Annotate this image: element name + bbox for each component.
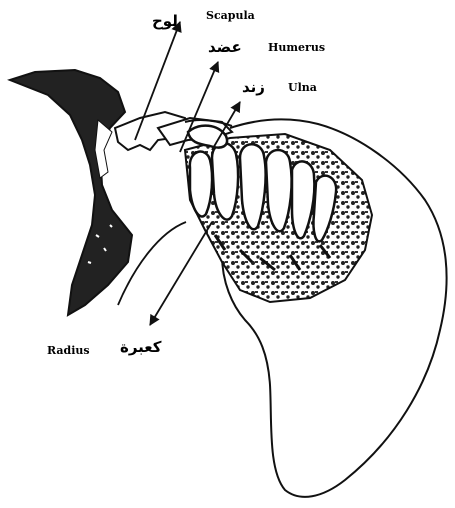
body-bone bbox=[10, 70, 132, 315]
label-humerus-en: Humerus bbox=[268, 42, 325, 53]
label-humerus-ar: عضد bbox=[208, 40, 242, 55]
label-radius-en: Radius bbox=[47, 345, 90, 356]
label-ulna-en: Ulna bbox=[288, 82, 317, 93]
arrow-radius bbox=[150, 222, 212, 325]
label-ulna-ar: زند bbox=[242, 80, 265, 95]
label-scapula-ar: لوح bbox=[152, 14, 178, 29]
label-radius-ar: كعبرة bbox=[120, 340, 162, 355]
label-scapula-en: Scapula bbox=[206, 10, 255, 21]
